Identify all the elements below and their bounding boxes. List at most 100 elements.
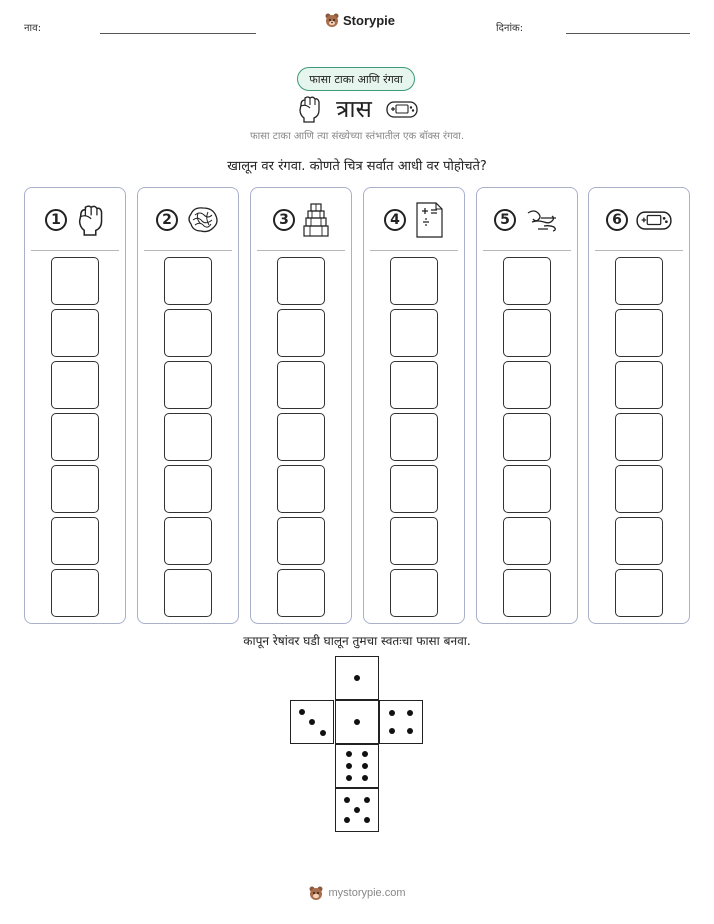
color-box[interactable] bbox=[503, 257, 551, 305]
color-box[interactable] bbox=[503, 569, 551, 617]
date-line[interactable] bbox=[566, 33, 690, 34]
color-box[interactable] bbox=[390, 257, 438, 305]
color-box[interactable] bbox=[164, 465, 212, 513]
color-box[interactable] bbox=[164, 361, 212, 409]
dice-pip bbox=[388, 709, 395, 716]
fist-icon bbox=[78, 205, 103, 236]
color-box[interactable] bbox=[164, 257, 212, 305]
column-header: 6 bbox=[589, 200, 689, 240]
column-number: 4 bbox=[384, 209, 406, 231]
column-divider bbox=[144, 250, 232, 251]
dice-pip bbox=[388, 728, 395, 735]
math-worksheet-icon bbox=[416, 202, 443, 238]
color-box[interactable] bbox=[164, 569, 212, 617]
page-title: त्रास bbox=[336, 95, 372, 123]
color-box[interactable] bbox=[164, 413, 212, 461]
color-box[interactable] bbox=[503, 413, 551, 461]
footer: mystorypie.com bbox=[0, 885, 714, 901]
color-box[interactable] bbox=[615, 361, 663, 409]
color-box[interactable] bbox=[277, 361, 325, 409]
dice-pip bbox=[309, 719, 315, 725]
color-box[interactable] bbox=[277, 413, 325, 461]
color-box[interactable] bbox=[390, 569, 438, 617]
color-box[interactable] bbox=[51, 517, 99, 565]
dice-face bbox=[335, 788, 379, 832]
color-box[interactable] bbox=[51, 257, 99, 305]
color-box[interactable] bbox=[390, 413, 438, 461]
column-header: 1 bbox=[25, 200, 125, 240]
color-box[interactable] bbox=[503, 361, 551, 409]
title-row: त्रास bbox=[0, 92, 714, 125]
activity-pill: फासा टाका आणि रंगवा bbox=[297, 67, 415, 91]
column-number: 3 bbox=[273, 209, 295, 231]
color-box[interactable] bbox=[390, 309, 438, 357]
subtitle: फासा टाका आणि त्या संख्येच्या स्तंभातील … bbox=[249, 131, 465, 142]
brand-name: Storypie bbox=[343, 12, 396, 28]
dice-net bbox=[290, 656, 424, 834]
color-box[interactable] bbox=[277, 569, 325, 617]
dice-pip bbox=[354, 807, 360, 813]
column-3: 3 bbox=[250, 187, 352, 624]
dice-pip bbox=[362, 751, 369, 758]
color-box[interactable] bbox=[615, 309, 663, 357]
column-1: 1 bbox=[24, 187, 126, 624]
dice-pip bbox=[343, 796, 350, 803]
color-box[interactable] bbox=[51, 465, 99, 513]
column-number: 2 bbox=[156, 209, 178, 231]
dice-pip bbox=[362, 763, 369, 769]
column-divider bbox=[595, 250, 683, 251]
dice-face bbox=[379, 700, 423, 744]
column-number: 1 bbox=[45, 209, 67, 231]
bear-mascot-icon bbox=[309, 886, 323, 900]
color-box[interactable] bbox=[503, 517, 551, 565]
color-box[interactable] bbox=[615, 517, 663, 565]
name-label: नाव: bbox=[24, 23, 42, 34]
date-label: दिनांक: bbox=[496, 23, 524, 34]
dice-pip bbox=[345, 751, 352, 758]
cut-instruction: कापून रेषांवर घडी घालून तुमचा स्वतःचा फा… bbox=[243, 634, 471, 648]
color-box[interactable] bbox=[615, 465, 663, 513]
column-6: 6 bbox=[588, 187, 690, 624]
column-number: 5 bbox=[494, 209, 516, 231]
color-box[interactable] bbox=[277, 517, 325, 565]
color-box[interactable] bbox=[390, 361, 438, 409]
column-header: 2 bbox=[138, 200, 238, 240]
color-box[interactable] bbox=[503, 465, 551, 513]
color-box[interactable] bbox=[503, 309, 551, 357]
color-box[interactable] bbox=[277, 465, 325, 513]
column-divider bbox=[483, 250, 571, 251]
column-header: 4 bbox=[364, 200, 464, 240]
color-box[interactable] bbox=[615, 413, 663, 461]
column-2: 2 bbox=[137, 187, 239, 624]
dice-pip bbox=[407, 709, 414, 716]
name-line[interactable] bbox=[100, 33, 256, 34]
color-box[interactable] bbox=[615, 569, 663, 617]
dice-pip bbox=[354, 675, 360, 681]
column-header: 5 bbox=[477, 200, 577, 240]
color-box[interactable] bbox=[390, 517, 438, 565]
color-box[interactable] bbox=[51, 361, 99, 409]
color-box[interactable] bbox=[51, 569, 99, 617]
column-5: 5 bbox=[476, 187, 578, 624]
dice-face bbox=[335, 744, 379, 788]
dice-pip bbox=[319, 729, 326, 736]
color-box[interactable] bbox=[390, 465, 438, 513]
color-box[interactable] bbox=[164, 517, 212, 565]
footer-site: mystorypie.com bbox=[328, 887, 406, 899]
color-box[interactable] bbox=[51, 413, 99, 461]
color-box[interactable] bbox=[51, 309, 99, 357]
column-header: 3 bbox=[251, 200, 351, 240]
column-divider bbox=[257, 250, 345, 251]
dice-pip bbox=[298, 708, 305, 715]
dice-pip bbox=[364, 796, 371, 803]
storypie-logo: Storypie bbox=[324, 12, 395, 28]
dice-pip bbox=[343, 817, 350, 824]
color-box[interactable] bbox=[164, 309, 212, 357]
color-box[interactable] bbox=[277, 309, 325, 357]
fist-icon bbox=[299, 95, 320, 123]
color-box[interactable] bbox=[277, 257, 325, 305]
color-box[interactable] bbox=[615, 257, 663, 305]
game-controller-icon bbox=[386, 100, 418, 118]
tangled-brain-icon bbox=[188, 207, 218, 233]
dice-face bbox=[290, 700, 334, 744]
